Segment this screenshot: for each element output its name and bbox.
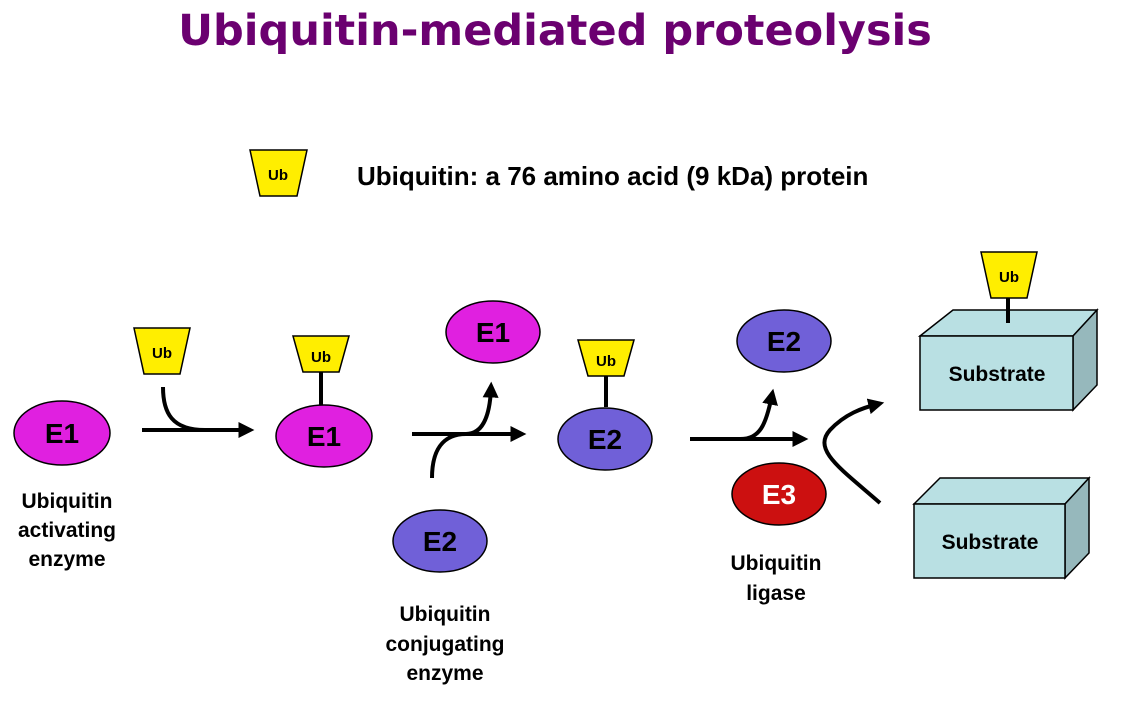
ub-tag-on-substrate (980, 251, 1038, 299)
e2-caption-line-1: Ubiquitin (400, 603, 491, 626)
e1-enzyme-loaded (275, 404, 373, 468)
e1-caption-line-1: Ubiquitin (22, 490, 113, 513)
e2-free-label: E2 (423, 526, 457, 557)
legend-text: Ubiquitin: a 76 amino acid (9 kDa) prote… (357, 161, 868, 191)
e2-enzyme-loaded (557, 407, 653, 471)
substrate-free-label: Substrate (942, 531, 1039, 554)
e3-ligase (731, 462, 827, 526)
e1-enzyme-free (13, 400, 111, 466)
substrate-ub-label: Substrate (949, 363, 1046, 386)
e2-enzyme-free (392, 509, 488, 573)
legend-ub-tag: Ub (249, 149, 308, 197)
substrate-free-front-face (913, 503, 1066, 579)
ub-join-curve (161, 386, 206, 432)
e1-loaded-label: E1 (307, 421, 341, 452)
legend-ub-label: Ub (268, 167, 288, 184)
e1-released-label: E1 (476, 317, 510, 348)
e2-released-label: E2 (767, 326, 801, 357)
e1-free-label: E1 (45, 418, 79, 449)
e3-caption-line-2: ligase (746, 582, 806, 605)
ub-tag-free (133, 327, 191, 375)
substrate-free: Substrate (912, 476, 1091, 580)
e1-enzyme-released (445, 300, 541, 364)
substrate-free-top-face (912, 477, 1091, 505)
substrate-front-face (919, 335, 1074, 411)
e2-caption-line-2: conjugating (386, 633, 505, 656)
ub-tag-on-e2 (577, 339, 635, 377)
ub-tag-shape (249, 149, 308, 197)
e2-loaded-label: E2 (588, 424, 622, 455)
ub-on-e1-label: Ub (311, 349, 331, 366)
substrate-ubiquitinated: Substrate (917, 308, 1099, 412)
e3-label: E3 (762, 479, 796, 510)
page-title: Ubiquitin-mediated proteolysis (178, 6, 932, 56)
ub-on-substrate-label: Ub (999, 269, 1019, 286)
ub-tag-on-e1 (292, 335, 350, 373)
e2-enzyme-released (736, 309, 832, 373)
substrate-transfer-curve (822, 398, 885, 505)
e1-caption-line-3: enzyme (28, 548, 105, 571)
e2-exit-curve (739, 388, 778, 441)
e3-caption-line-1: Ubiquitin (731, 552, 822, 575)
e1-caption-line-2: activating (18, 519, 116, 542)
e2-caption-line-3: enzyme (406, 662, 483, 685)
ub-on-e2-label: Ub (596, 353, 616, 370)
ub-free-label: Ub (152, 345, 172, 362)
e2-entry-e1-exit-curve (430, 381, 499, 479)
